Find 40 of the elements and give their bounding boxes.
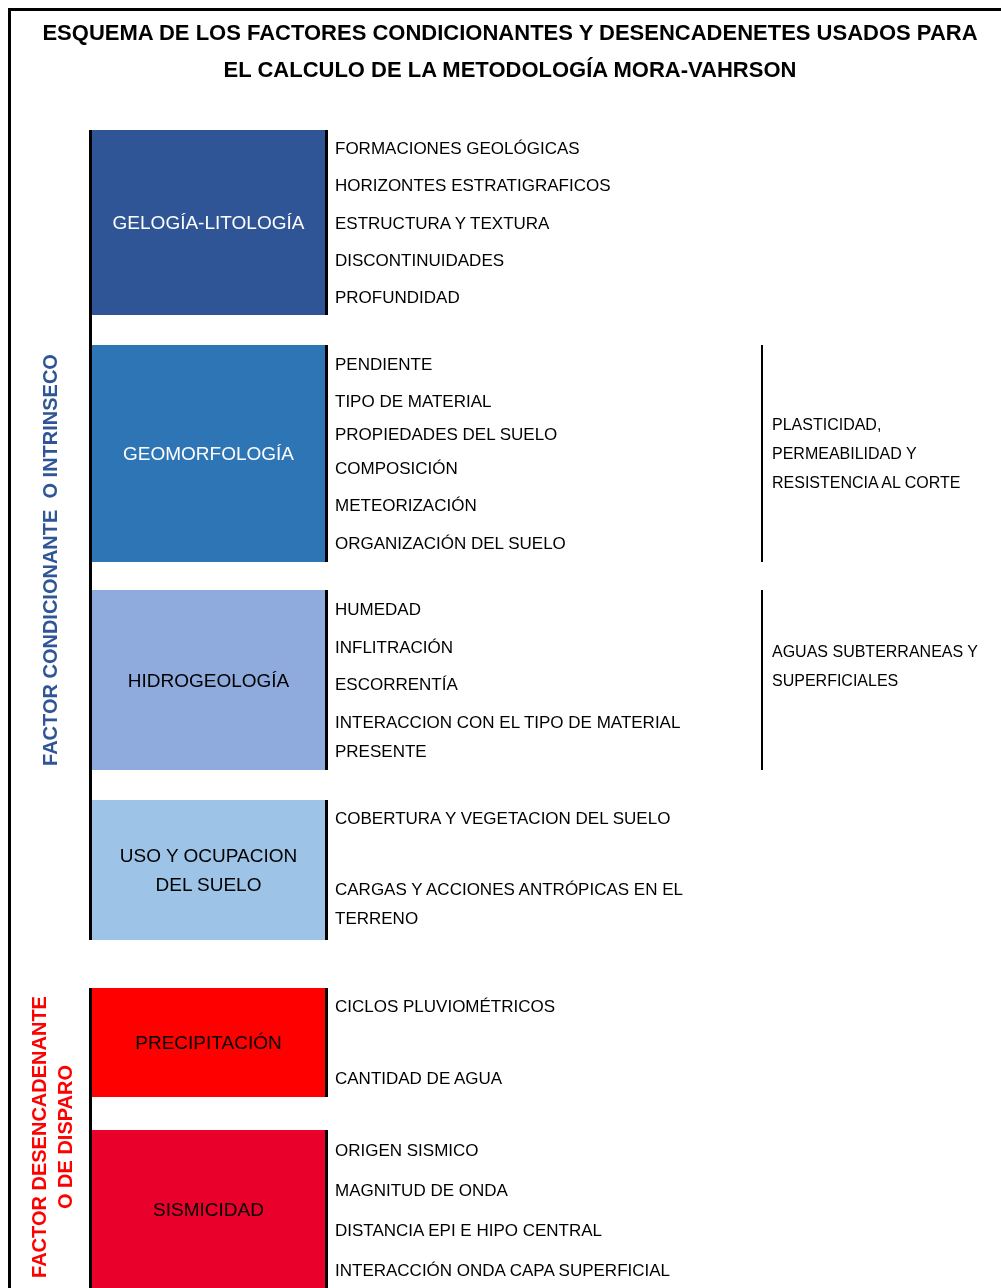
factor-item: TIPO DE MATERIAL: [335, 390, 492, 413]
factor-item: FORMACIONES GEOLÓGICAS: [335, 137, 580, 160]
category-label: PRECIPITACIÓN: [134, 1031, 283, 1055]
factor-item: PENDIENTE: [335, 353, 433, 376]
factor-item: HORIZONTES ESTRATIGRAFICOS: [335, 174, 611, 197]
factor-item: MAGNITUD DE ONDA: [335, 1179, 508, 1202]
factor-item: DISTANCIA EPI E HIPO CENTRAL: [335, 1219, 603, 1242]
factor-item: INFLITRACIÓN: [335, 636, 454, 659]
factor-item: DISCONTINUIDADES: [335, 249, 505, 272]
category-box: [92, 590, 328, 770]
factor-item: ORIGEN SISMICO: [335, 1139, 479, 1162]
factor-item: CANTIDAD DE AGUA: [335, 1067, 503, 1090]
category-label: GELOGÍA-LITOLOGÍA: [111, 211, 306, 235]
side-heading: FACTOR CONDICIONANTE O INTRINSECO: [38, 353, 62, 768]
factor-item: ORGANIZACIÓN DEL SUELO: [335, 532, 566, 555]
factor-item: HUMEDAD: [335, 598, 421, 621]
factor-item: CICLOS PLUVIOMÉTRICOS: [335, 995, 556, 1018]
category-label: USO Y OCUPACION DEL SUELO: [118, 844, 299, 897]
note-text: AGUAS SUBTERRANEAS Y SUPERFICIALES: [772, 642, 979, 691]
factor-item: PROPIEDADES DEL SUELO: [335, 423, 558, 446]
category-box: [92, 800, 328, 940]
title: ESQUEMA DE LOS FACTORES CONDICIONANTES Y DESENCADENETES USADOS PARA EL CALCULO DE LA METODOLOGÍA MORA-VAHRSON: [41, 19, 979, 84]
category-box: [92, 345, 328, 562]
factor-item: COMPOSICIÓN: [335, 457, 458, 480]
factor-item: PROFUNDIDAD: [335, 286, 460, 309]
category-label: HIDROGEOLOGÍA: [126, 668, 291, 693]
category-box: [92, 1130, 328, 1288]
factor-item: INTERACCIÓN ONDA CAPA SUPERFICIAL: [335, 1259, 671, 1282]
factor-item: COBERTURA Y VEGETACION DEL SUELO: [335, 807, 671, 830]
factor-item: INTERACCION CON EL TIPO DE MATERIAL PRESENTE: [335, 711, 681, 763]
factor-item: METEORIZACIÓN: [335, 494, 477, 517]
factor-item: ESCORRENTÍA: [335, 673, 458, 696]
category-label: GEOMORFOLOGÍA: [122, 442, 295, 466]
note-text: PLASTICIDAD, PERMEABILIDAD Y RESISTENCIA AL CORTE: [772, 415, 962, 493]
category-box: [92, 130, 328, 315]
side-heading: FACTOR DESENCADENANTE O DE DISPARO: [27, 995, 77, 1280]
category-label: SISMICIDAD: [152, 1197, 265, 1222]
factor-item: CARGAS Y ACCIONES ANTRÓPICAS EN EL TERRENO: [335, 878, 684, 930]
category-box: [92, 988, 328, 1097]
factor-item: ESTRUCTURA Y TEXTURA: [335, 212, 550, 235]
